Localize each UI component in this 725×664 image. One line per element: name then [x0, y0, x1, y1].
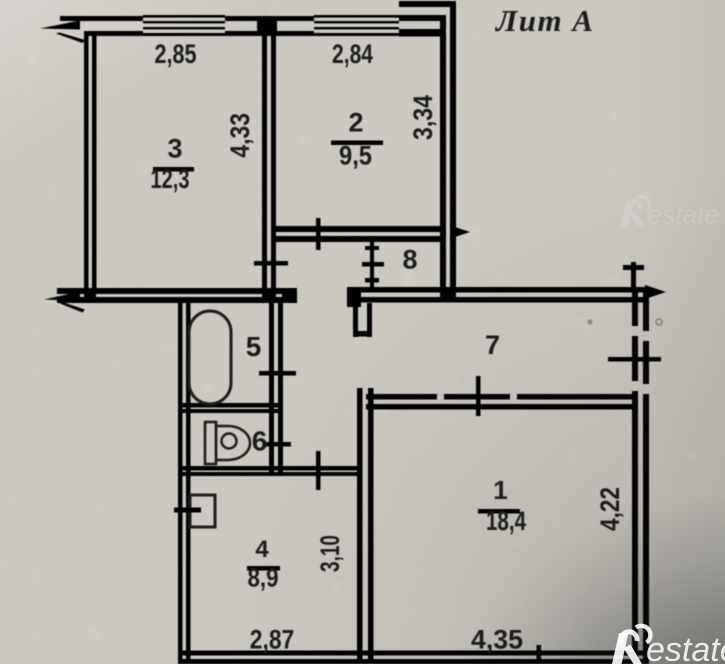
svg-text:estate: estate	[646, 631, 725, 664]
svg-text:estate: estate	[647, 200, 719, 230]
